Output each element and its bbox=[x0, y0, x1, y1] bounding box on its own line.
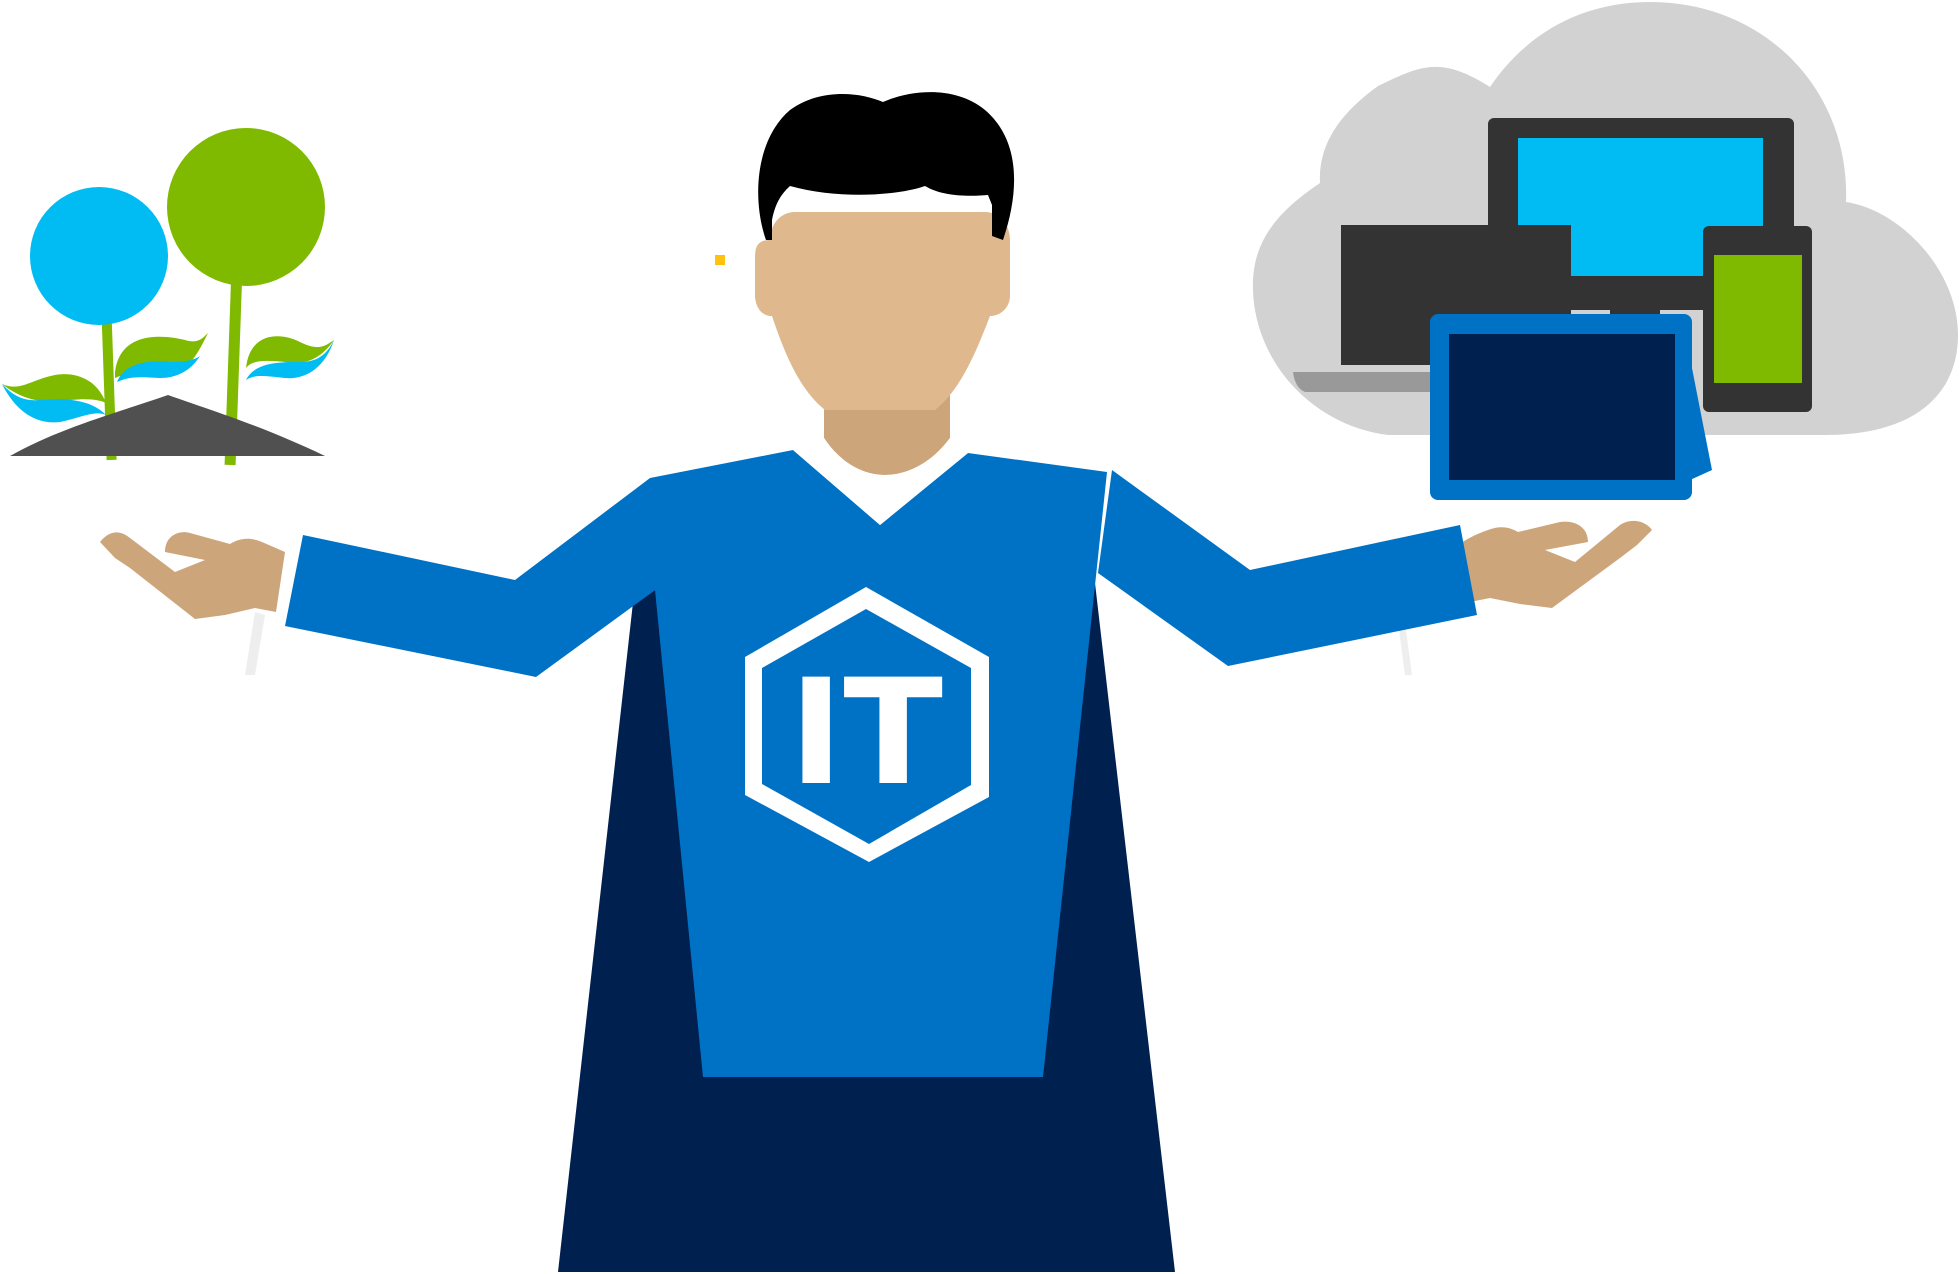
cloud-devices-icon bbox=[1252, 2, 1958, 500]
hexagon-it-badge-icon: IT bbox=[745, 587, 989, 862]
collar bbox=[793, 438, 968, 525]
sprouting-plant-icon bbox=[2, 128, 334, 466]
blue-leaf-circle bbox=[30, 187, 168, 325]
yellow-spark bbox=[715, 255, 725, 265]
it-superhero-figure: IT bbox=[100, 92, 1652, 1272]
emblem-text: IT bbox=[789, 648, 943, 818]
soil-mound bbox=[10, 395, 325, 456]
phone-icon bbox=[1703, 226, 1812, 412]
left-hand bbox=[100, 532, 285, 675]
green-leaf-circle bbox=[167, 128, 325, 286]
hair bbox=[758, 92, 1015, 241]
left-ear bbox=[755, 240, 778, 316]
right-ear bbox=[990, 240, 1010, 316]
tablet-icon bbox=[1430, 314, 1712, 500]
neck bbox=[824, 395, 950, 475]
head bbox=[755, 92, 1015, 410]
right-sleeve bbox=[1098, 470, 1477, 666]
left-sleeve bbox=[285, 478, 700, 677]
